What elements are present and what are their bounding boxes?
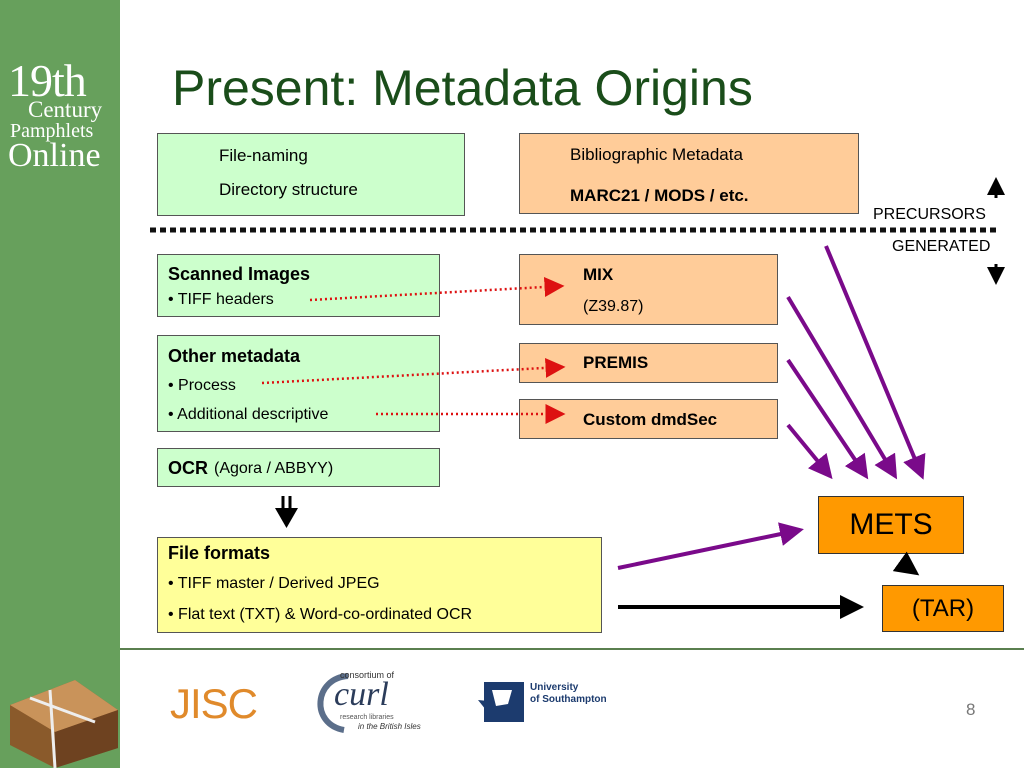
curl-sub-text-2: in the British Isles bbox=[358, 722, 421, 731]
ocr-box: OCR (Agora / ABBYY) bbox=[157, 448, 440, 487]
other-metadata-heading: Other metadata bbox=[168, 346, 301, 366]
ocr-sub: (Agora / ABBYY) bbox=[214, 460, 334, 477]
slide-title: Present: Metadata Origins bbox=[172, 60, 753, 116]
scanned-images-heading: Scanned Images bbox=[168, 264, 311, 284]
jisc-logo: JISC bbox=[170, 680, 258, 727]
curl-sub-text-1: research libraries bbox=[340, 714, 394, 721]
logo-line-3: Pamphlets bbox=[10, 120, 94, 142]
filenaming-line-2: Directory structure bbox=[219, 180, 358, 199]
bibliographic-box: Bibliographic Metadata MARC21 / MODS / e… bbox=[519, 133, 859, 214]
red-arrow-process-to-premis bbox=[261, 357, 566, 385]
logo-line-4: Online bbox=[8, 137, 101, 174]
precursors-label: PRECURSORS bbox=[873, 206, 986, 223]
scanned-images-box: Scanned Images • TIFF headers bbox=[157, 254, 440, 317]
custom-dmdsec-heading: Custom dmdSec bbox=[583, 410, 718, 429]
bibliographic-line-1: Bibliographic Metadata bbox=[570, 145, 743, 164]
file-formats-item-1: • TIFF master / Derived JPEG bbox=[168, 575, 380, 592]
logo-line-1: 19th bbox=[8, 55, 87, 106]
generated-label: GENERATED bbox=[892, 238, 991, 255]
southampton-line-1: University bbox=[530, 682, 579, 693]
curl-main-text: curl bbox=[334, 676, 389, 713]
southampton-logo: University of Southampton bbox=[478, 680, 618, 726]
filenaming-line-1: File-naming bbox=[219, 146, 308, 165]
purple-arrow-mix-to-mets bbox=[786, 295, 898, 480]
purple-arrow-formats-to-mets bbox=[617, 522, 804, 570]
filenaming-box: File-naming Directory structure bbox=[157, 133, 465, 216]
footer-divider bbox=[120, 648, 1024, 650]
black-arrow-mets-to-tar bbox=[892, 551, 920, 576]
tar-box: (TAR) bbox=[882, 585, 1004, 632]
purple-arrow-bib-to-mets bbox=[824, 245, 926, 480]
other-metadata-item-1: • Process bbox=[168, 377, 236, 394]
curl-top-text: consortium of bbox=[340, 670, 395, 680]
other-metadata-box: Other metadata • Process • Additional de… bbox=[157, 335, 440, 432]
southampton-line-2: of Southampton bbox=[530, 694, 607, 705]
purple-arrow-premis-to-mets bbox=[786, 358, 869, 480]
bibliographic-line-2: MARC21 / MODS / etc. bbox=[570, 186, 749, 205]
curl-logo: consortium of curl research libraries in… bbox=[304, 668, 424, 734]
ocr-arrow-head bbox=[275, 508, 298, 528]
ocr-heading: OCR bbox=[168, 458, 208, 478]
page-number: 8 bbox=[966, 700, 976, 719]
logo-line-2: Century bbox=[28, 97, 103, 122]
sidebar bbox=[0, 0, 120, 768]
file-formats-item-2: • Flat text (TXT) & Word-co-ordinated OC… bbox=[168, 606, 473, 623]
premis-heading: PREMIS bbox=[583, 353, 649, 372]
pamphlet-bundle-image bbox=[0, 650, 120, 768]
file-formats-box: File formats • TIFF master / Derived JPE… bbox=[157, 537, 602, 633]
file-formats-heading: File formats bbox=[168, 543, 271, 563]
site-logo: 19th Century Pamphlets Online bbox=[0, 58, 120, 180]
southampton-crest-icon bbox=[478, 682, 524, 722]
mets-box: METS bbox=[818, 496, 964, 554]
other-metadata-item-2: • Additional descriptive bbox=[168, 406, 329, 423]
red-arrow-tiff-to-mix bbox=[309, 276, 565, 302]
mix-sub: (Z39.87) bbox=[583, 298, 644, 315]
scanned-images-item: • TIFF headers bbox=[168, 291, 274, 308]
curl-swoosh-icon bbox=[317, 673, 349, 733]
mix-heading: MIX bbox=[583, 265, 614, 284]
purple-arrow-custom-to-mets bbox=[786, 423, 833, 480]
